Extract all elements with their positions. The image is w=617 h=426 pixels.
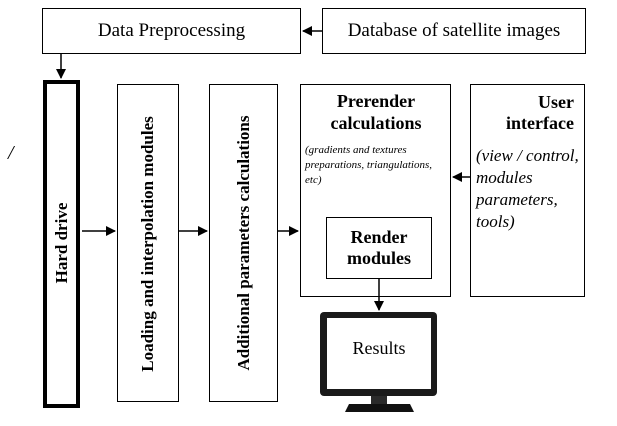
hard-drive-box (43, 80, 80, 408)
loading-box (117, 84, 179, 402)
user-interface-note: (view / control, modules parameters, too… (476, 146, 579, 231)
prerender-title: Prerender calculations (330, 91, 422, 133)
user-interface-box (470, 84, 585, 297)
render-modules-box: Render modules (326, 217, 432, 279)
database-label: Database of satellite images (347, 20, 561, 41)
database-box: Database of satellite images (322, 8, 586, 54)
additional-box (209, 84, 278, 402)
data-preprocessing-label: Data Preprocessing (97, 20, 246, 41)
user-interface-title: User interface (506, 92, 574, 133)
data-preprocessing-box: Data Preprocessing (42, 8, 301, 54)
render-modules-label: Render modules (346, 227, 411, 268)
stray-slash-mark: / (8, 142, 14, 164)
results-label: Results (352, 338, 406, 358)
prerender-note: (gradients and textures preparations, tr… (305, 144, 433, 186)
